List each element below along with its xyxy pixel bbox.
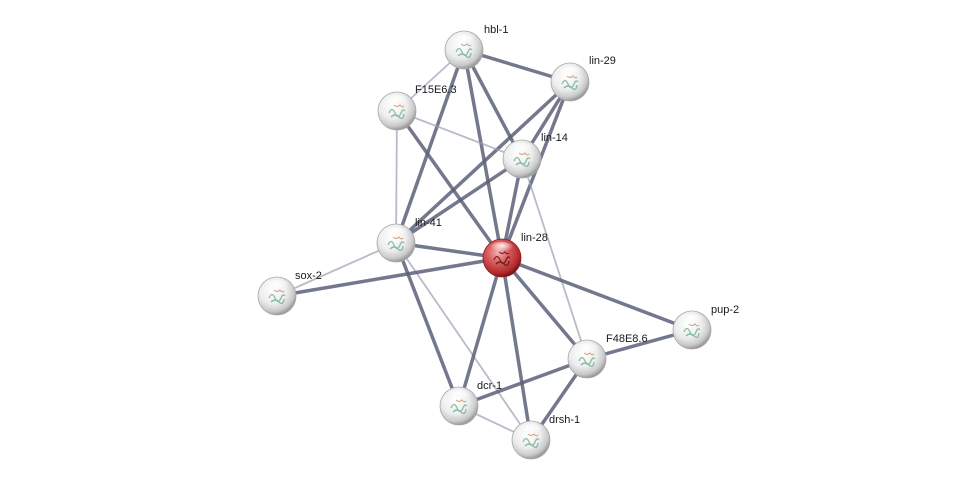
node-label: pup-2 [711,304,739,316]
node-drsh-1[interactable]: drsh-1 [511,414,580,460]
edge-lin-41-sox-2[interactable] [276,242,397,297]
node-highlight [452,34,476,46]
node-highlight [519,424,543,436]
node-label: dcr-1 [477,380,502,392]
edge-hbl-1-lin-41[interactable] [394,48,466,245]
node-hbl-1[interactable]: hbl-1 [444,24,508,70]
edge-F15E6.3-lin-28[interactable] [395,109,504,260]
node-highlight [490,242,514,254]
node-F15E6.3[interactable]: F15E6.3 [377,84,457,131]
edge-lin-28-sox-2[interactable] [275,256,504,298]
node-lin-14[interactable]: lin-14 [502,132,568,179]
node-lin-29[interactable]: lin-29 [550,55,616,102]
node-highlight [385,95,409,107]
node-label: sox-2 [295,270,322,282]
node-lin-28[interactable]: lin-28 [482,232,548,278]
node-label: lin-41 [415,217,442,229]
edge-hbl-1-lin-28[interactable] [462,48,504,260]
node-sox-2[interactable]: sox-2 [257,270,322,316]
node-F48E8.6[interactable]: F48E8.6 [567,333,648,379]
edge-lin-14-lin-41[interactable] [394,157,524,245]
node-highlight [265,280,289,292]
edge-lin-41-dcr-1[interactable] [394,241,461,408]
node-dcr-1[interactable]: dcr-1 [439,380,502,426]
protein-structure-icon [450,403,468,415]
edge-hbl-1-lin-14[interactable] [462,48,524,161]
protein-structure-icon [388,108,406,120]
edge-lin-28-drsh-1[interactable] [500,256,533,442]
node-label: drsh-1 [549,414,580,426]
protein-structure-icon [268,293,286,305]
node-highlight [384,227,408,239]
protein-structure-icon [561,79,579,91]
edge-lin-28-dcr-1[interactable] [457,256,504,408]
protein-structure-icon [493,255,511,267]
node-pup-2[interactable]: pup-2 [672,304,739,350]
protein-structure-icon [578,356,596,368]
edge-lin-14-F48E8.6[interactable] [521,158,588,360]
node-highlight [558,66,582,78]
edge-F15E6.3-lin-14[interactable] [396,110,523,160]
protein-structure-icon [513,156,531,168]
node-highlight [510,143,534,155]
protein-structure-icon [683,327,701,339]
node-highlight [575,343,599,355]
edge-lin-28-pup-2[interactable] [500,256,694,332]
node-label: hbl-1 [484,24,508,36]
protein-structure-icon [455,47,473,59]
node-highlight [680,314,704,326]
node-label: lin-28 [521,232,548,244]
edge-F15E6.3-lin-41[interactable] [395,110,398,244]
edge-lin-29-lin-41[interactable] [394,80,572,245]
protein-structure-icon [387,240,405,252]
node-label: F48E8.6 [606,333,648,345]
edge-F48E8.6-dcr-1[interactable] [457,357,589,408]
protein-structure-icon [522,437,540,449]
edge-lin-41-drsh-1[interactable] [395,242,532,441]
node-label: F15E6.3 [415,84,457,96]
node-highlight [447,390,471,402]
node-label: lin-14 [541,132,568,144]
node-lin-41[interactable]: lin-41 [376,217,442,263]
edge-lin-28-F48E8.6[interactable] [500,256,589,361]
node-label: lin-29 [589,55,616,67]
